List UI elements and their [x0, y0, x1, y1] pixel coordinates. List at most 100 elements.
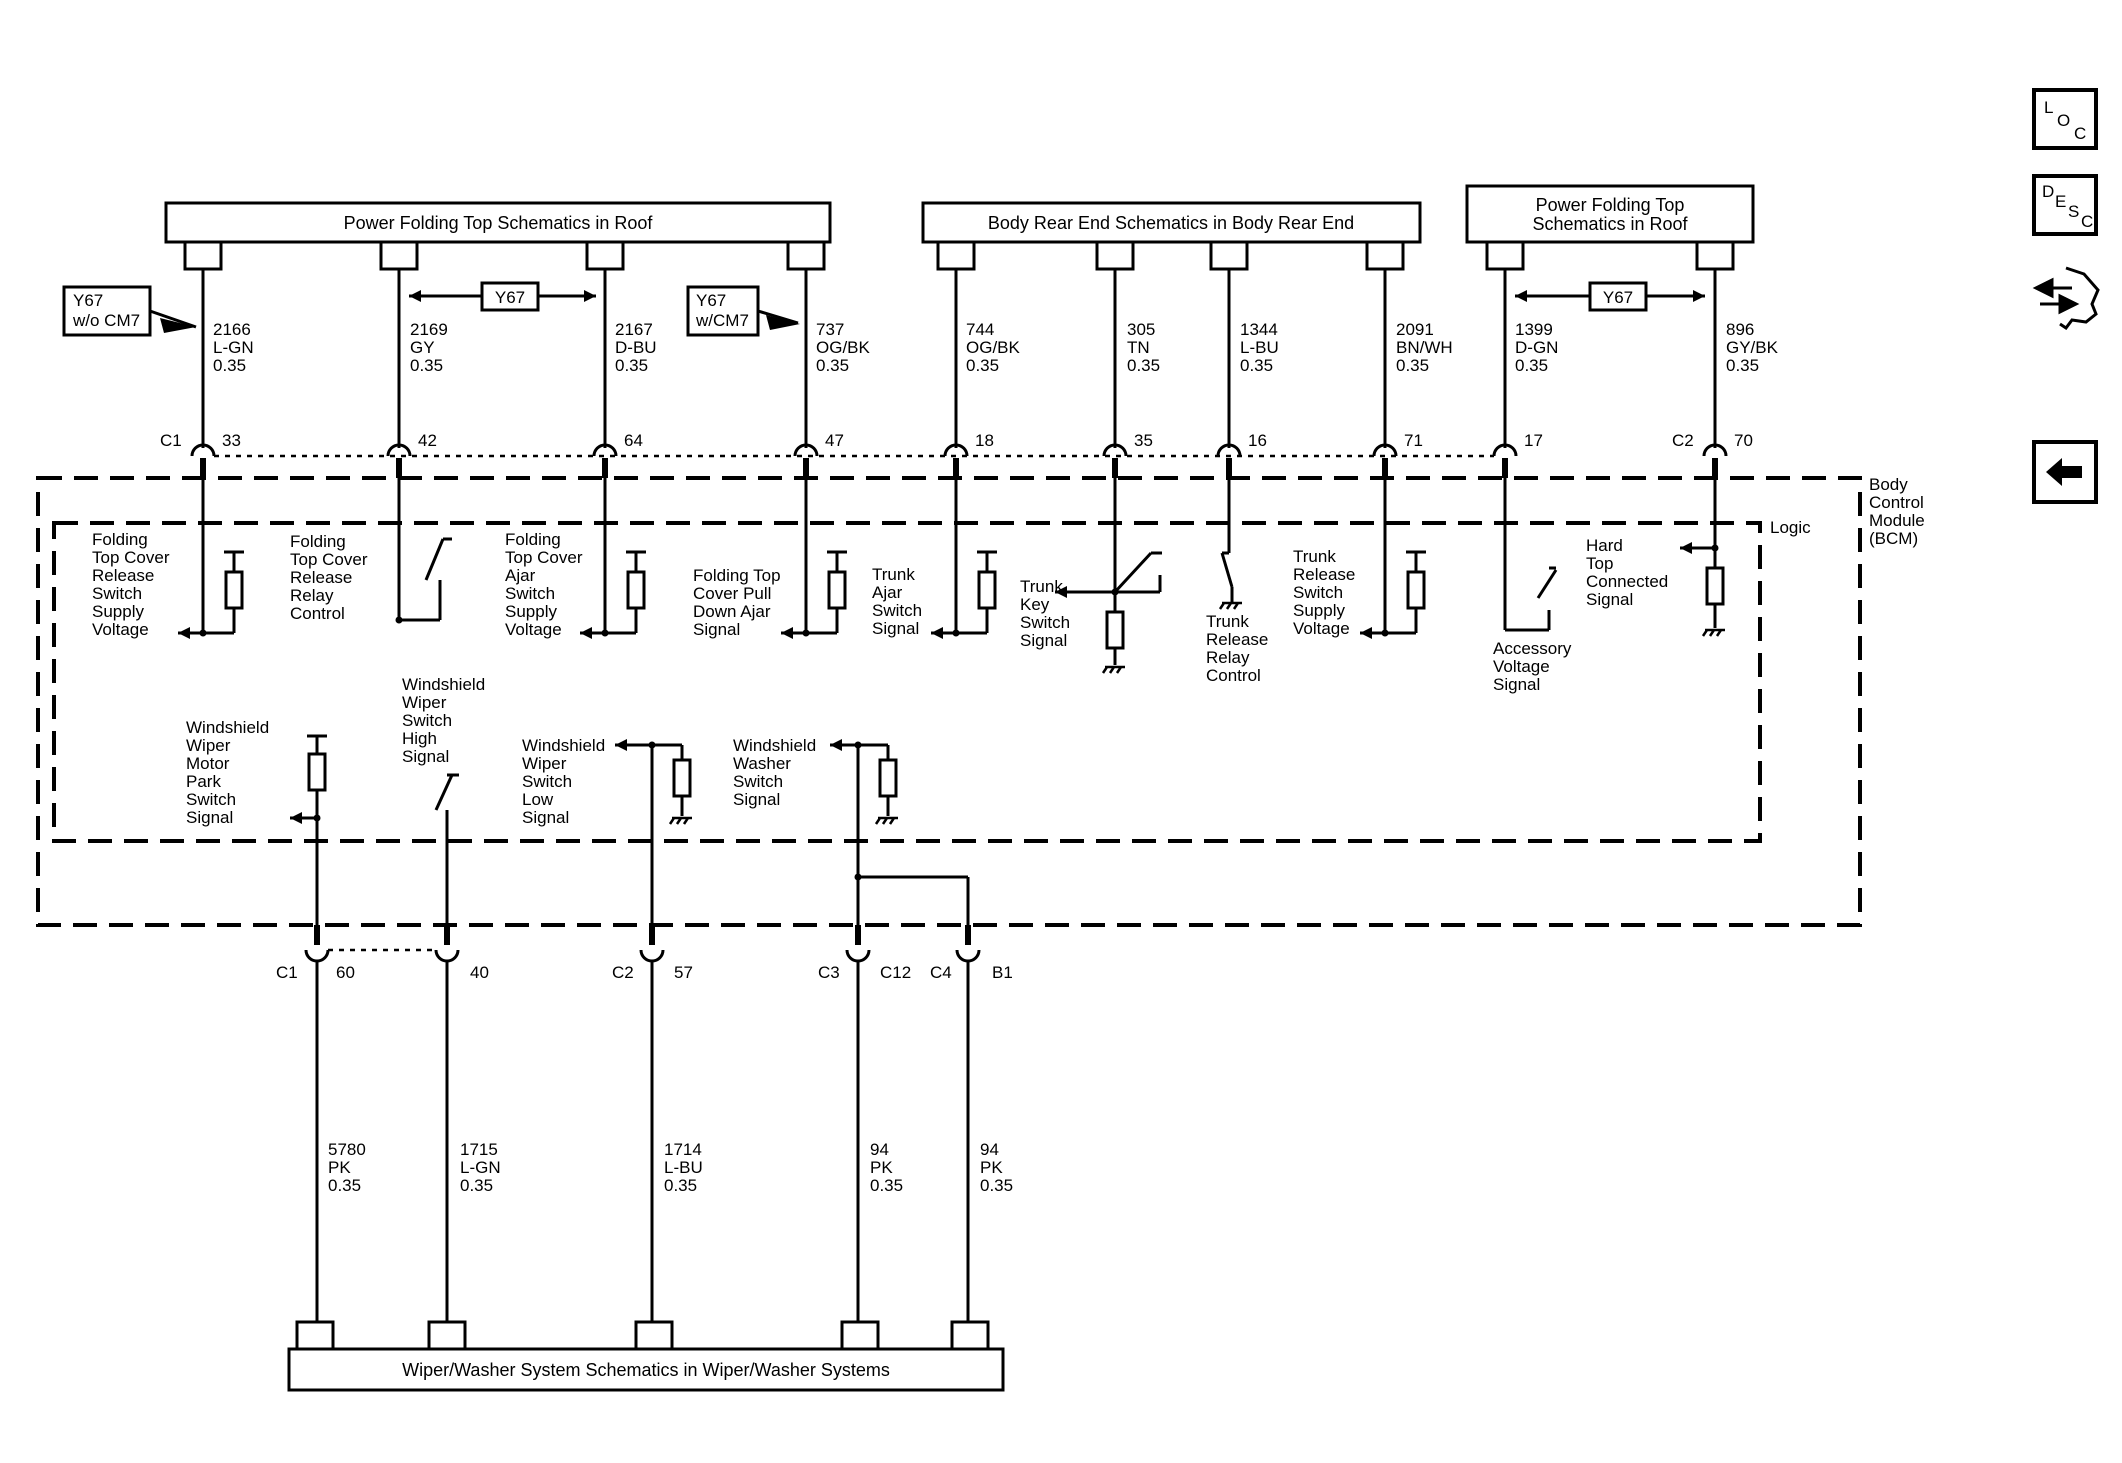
wire-size: 0.35 — [816, 356, 849, 375]
svg-text:Voltage: Voltage — [1493, 657, 1550, 676]
wire-circuit: 2166 — [213, 320, 251, 339]
header-box-body-rear-end[interactable] — [921, 201, 1422, 244]
svg-text:Folding: Folding — [92, 530, 148, 549]
desc-letter: E — [2055, 192, 2067, 211]
logic-boundary — [52, 521, 1762, 843]
pin-number: 60 — [336, 963, 355, 982]
svg-text:Switch: Switch — [402, 711, 452, 730]
svg-text:Trunk: Trunk — [1020, 577, 1063, 596]
svg-text:Folding: Folding — [505, 530, 561, 549]
signal-accessory-voltage: Accessory Voltage Signal — [1493, 639, 1572, 694]
svg-text:Release: Release — [92, 566, 154, 585]
option-label: w/CM7 — [695, 311, 749, 330]
svg-text:Signal: Signal — [1586, 590, 1633, 609]
svg-text:Top Cover: Top Cover — [290, 550, 368, 569]
back-button[interactable] — [2032, 440, 2098, 504]
svg-text:Windshield: Windshield — [186, 718, 269, 737]
svg-text:Low: Low — [522, 790, 554, 809]
svg-text:Motor: Motor — [186, 754, 230, 773]
option-label: Y67 — [696, 291, 726, 310]
svg-text:Signal: Signal — [872, 619, 919, 638]
svg-text:Trunk: Trunk — [872, 565, 915, 584]
svg-text:PK: PK — [328, 1158, 351, 1177]
svg-text:0.35: 0.35 — [870, 1176, 903, 1195]
wire-circuit: 737 — [816, 320, 844, 339]
svg-text:Relay: Relay — [290, 586, 334, 605]
header-wiper-washer[interactable]: Wiper/Washer System Schematics in Wiper/… — [402, 1360, 890, 1380]
pin-number: 33 — [222, 431, 241, 450]
svg-text:Voltage: Voltage — [92, 620, 149, 639]
wire-size: 0.35 — [1240, 356, 1273, 375]
svg-text:5780: 5780 — [328, 1140, 366, 1159]
pin-number: 40 — [470, 963, 489, 982]
svg-text:Hard: Hard — [1586, 536, 1623, 555]
svg-text:L-GN: L-GN — [460, 1158, 501, 1177]
bcm-label: Control — [1869, 493, 1924, 512]
svg-text:Trunk: Trunk — [1293, 547, 1336, 566]
connector-label: C1 — [160, 431, 182, 450]
top-wire-labels: 2166 L-GN 0.35 2169 GY 0.35 2167 D-BU 0.… — [213, 320, 1779, 375]
svg-text:Top Cover: Top Cover — [505, 548, 583, 567]
loc-button[interactable]: L O C — [2032, 88, 2098, 150]
pin-number: 18 — [975, 431, 994, 450]
header-box-power-folding-top-roof-2[interactable] — [1465, 184, 1755, 244]
option-label: Y67 — [495, 288, 525, 307]
svg-text:Release: Release — [1206, 630, 1268, 649]
svg-text:Windshield: Windshield — [733, 736, 816, 755]
signal-ws-wiper-high: Windshield Wiper Switch High Signal — [402, 675, 485, 766]
pin-number: 35 — [1134, 431, 1153, 450]
wire-size: 0.35 — [410, 356, 443, 375]
svg-text:Down Ajar: Down Ajar — [693, 602, 771, 621]
ground-symbols — [668, 601, 1725, 825]
header-body-rear-end[interactable]: Body Rear End Schematics in Body Rear En… — [988, 213, 1354, 233]
header-box-wiper-washer[interactable] — [287, 1347, 1005, 1392]
wire-size: 0.35 — [1127, 356, 1160, 375]
svg-text:Voltage: Voltage — [505, 620, 562, 639]
svg-text:Folding: Folding — [290, 532, 346, 551]
desc-button[interactable]: D E S C — [2032, 174, 2098, 236]
pin-number: 71 — [1404, 431, 1423, 450]
bottom-wires — [315, 961, 970, 1322]
header-power-folding-top-roof-2-line1[interactable]: Power Folding Top — [1536, 195, 1685, 215]
svg-text:Switch: Switch — [733, 772, 783, 791]
wire-circuit: 744 — [966, 320, 994, 339]
wire-circuit: 1399 — [1515, 320, 1553, 339]
option-arrow-2 — [757, 309, 799, 325]
wire-size: 0.35 — [966, 356, 999, 375]
svg-text:Wiper: Wiper — [402, 693, 447, 712]
wire-circuit: 896 — [1726, 320, 1754, 339]
wire-color: TN — [1127, 338, 1150, 357]
svg-text:Switch: Switch — [1020, 613, 1070, 632]
header-power-folding-top-roof-2-line2[interactable]: Schematics in Roof — [1532, 214, 1688, 234]
svg-text:0.35: 0.35 — [328, 1176, 361, 1195]
svg-text:1715: 1715 — [460, 1140, 498, 1159]
svg-text:Release: Release — [290, 568, 352, 587]
loc-letter: C — [2074, 124, 2087, 143]
svg-text:L-BU: L-BU — [664, 1158, 703, 1177]
header-box-power-folding-top-roof[interactable] — [164, 201, 832, 244]
signal-trunk-release-supply: Trunk Release Switch Supply Voltage — [1293, 547, 1355, 638]
desc-letter: S — [2068, 202, 2080, 221]
svg-text:Switch: Switch — [92, 584, 142, 603]
svg-text:Wiper: Wiper — [522, 754, 567, 773]
connector-icon[interactable] — [2032, 258, 2102, 331]
wire-size: 0.35 — [1726, 356, 1759, 375]
svg-text:Ajar: Ajar — [505, 566, 536, 585]
wire-circuit: 2091 — [1396, 320, 1434, 339]
loc-letter: L — [2044, 98, 2054, 117]
wire-circuit: 2169 — [410, 320, 448, 339]
pin-number: C12 — [880, 963, 911, 982]
svg-text:Ajar: Ajar — [872, 583, 903, 602]
header-power-folding-top-roof[interactable]: Power Folding Top Schematics in Roof — [344, 213, 654, 233]
arrow-left-icon — [2046, 458, 2082, 486]
bottom-pin-arcs — [304, 949, 981, 963]
svg-text:Signal: Signal — [1020, 631, 1067, 650]
svg-text:Control: Control — [290, 604, 345, 623]
svg-text:0.35: 0.35 — [664, 1176, 697, 1195]
loc-letter: O — [2057, 111, 2071, 130]
signal-ws-wiper-low: Windshield Wiper Switch Low Signal — [522, 736, 605, 827]
wire-color: L-GN — [213, 338, 254, 357]
pin-number: 42 — [418, 431, 437, 450]
signal-ws-washer: Windshield Washer Switch Signal — [733, 736, 816, 809]
